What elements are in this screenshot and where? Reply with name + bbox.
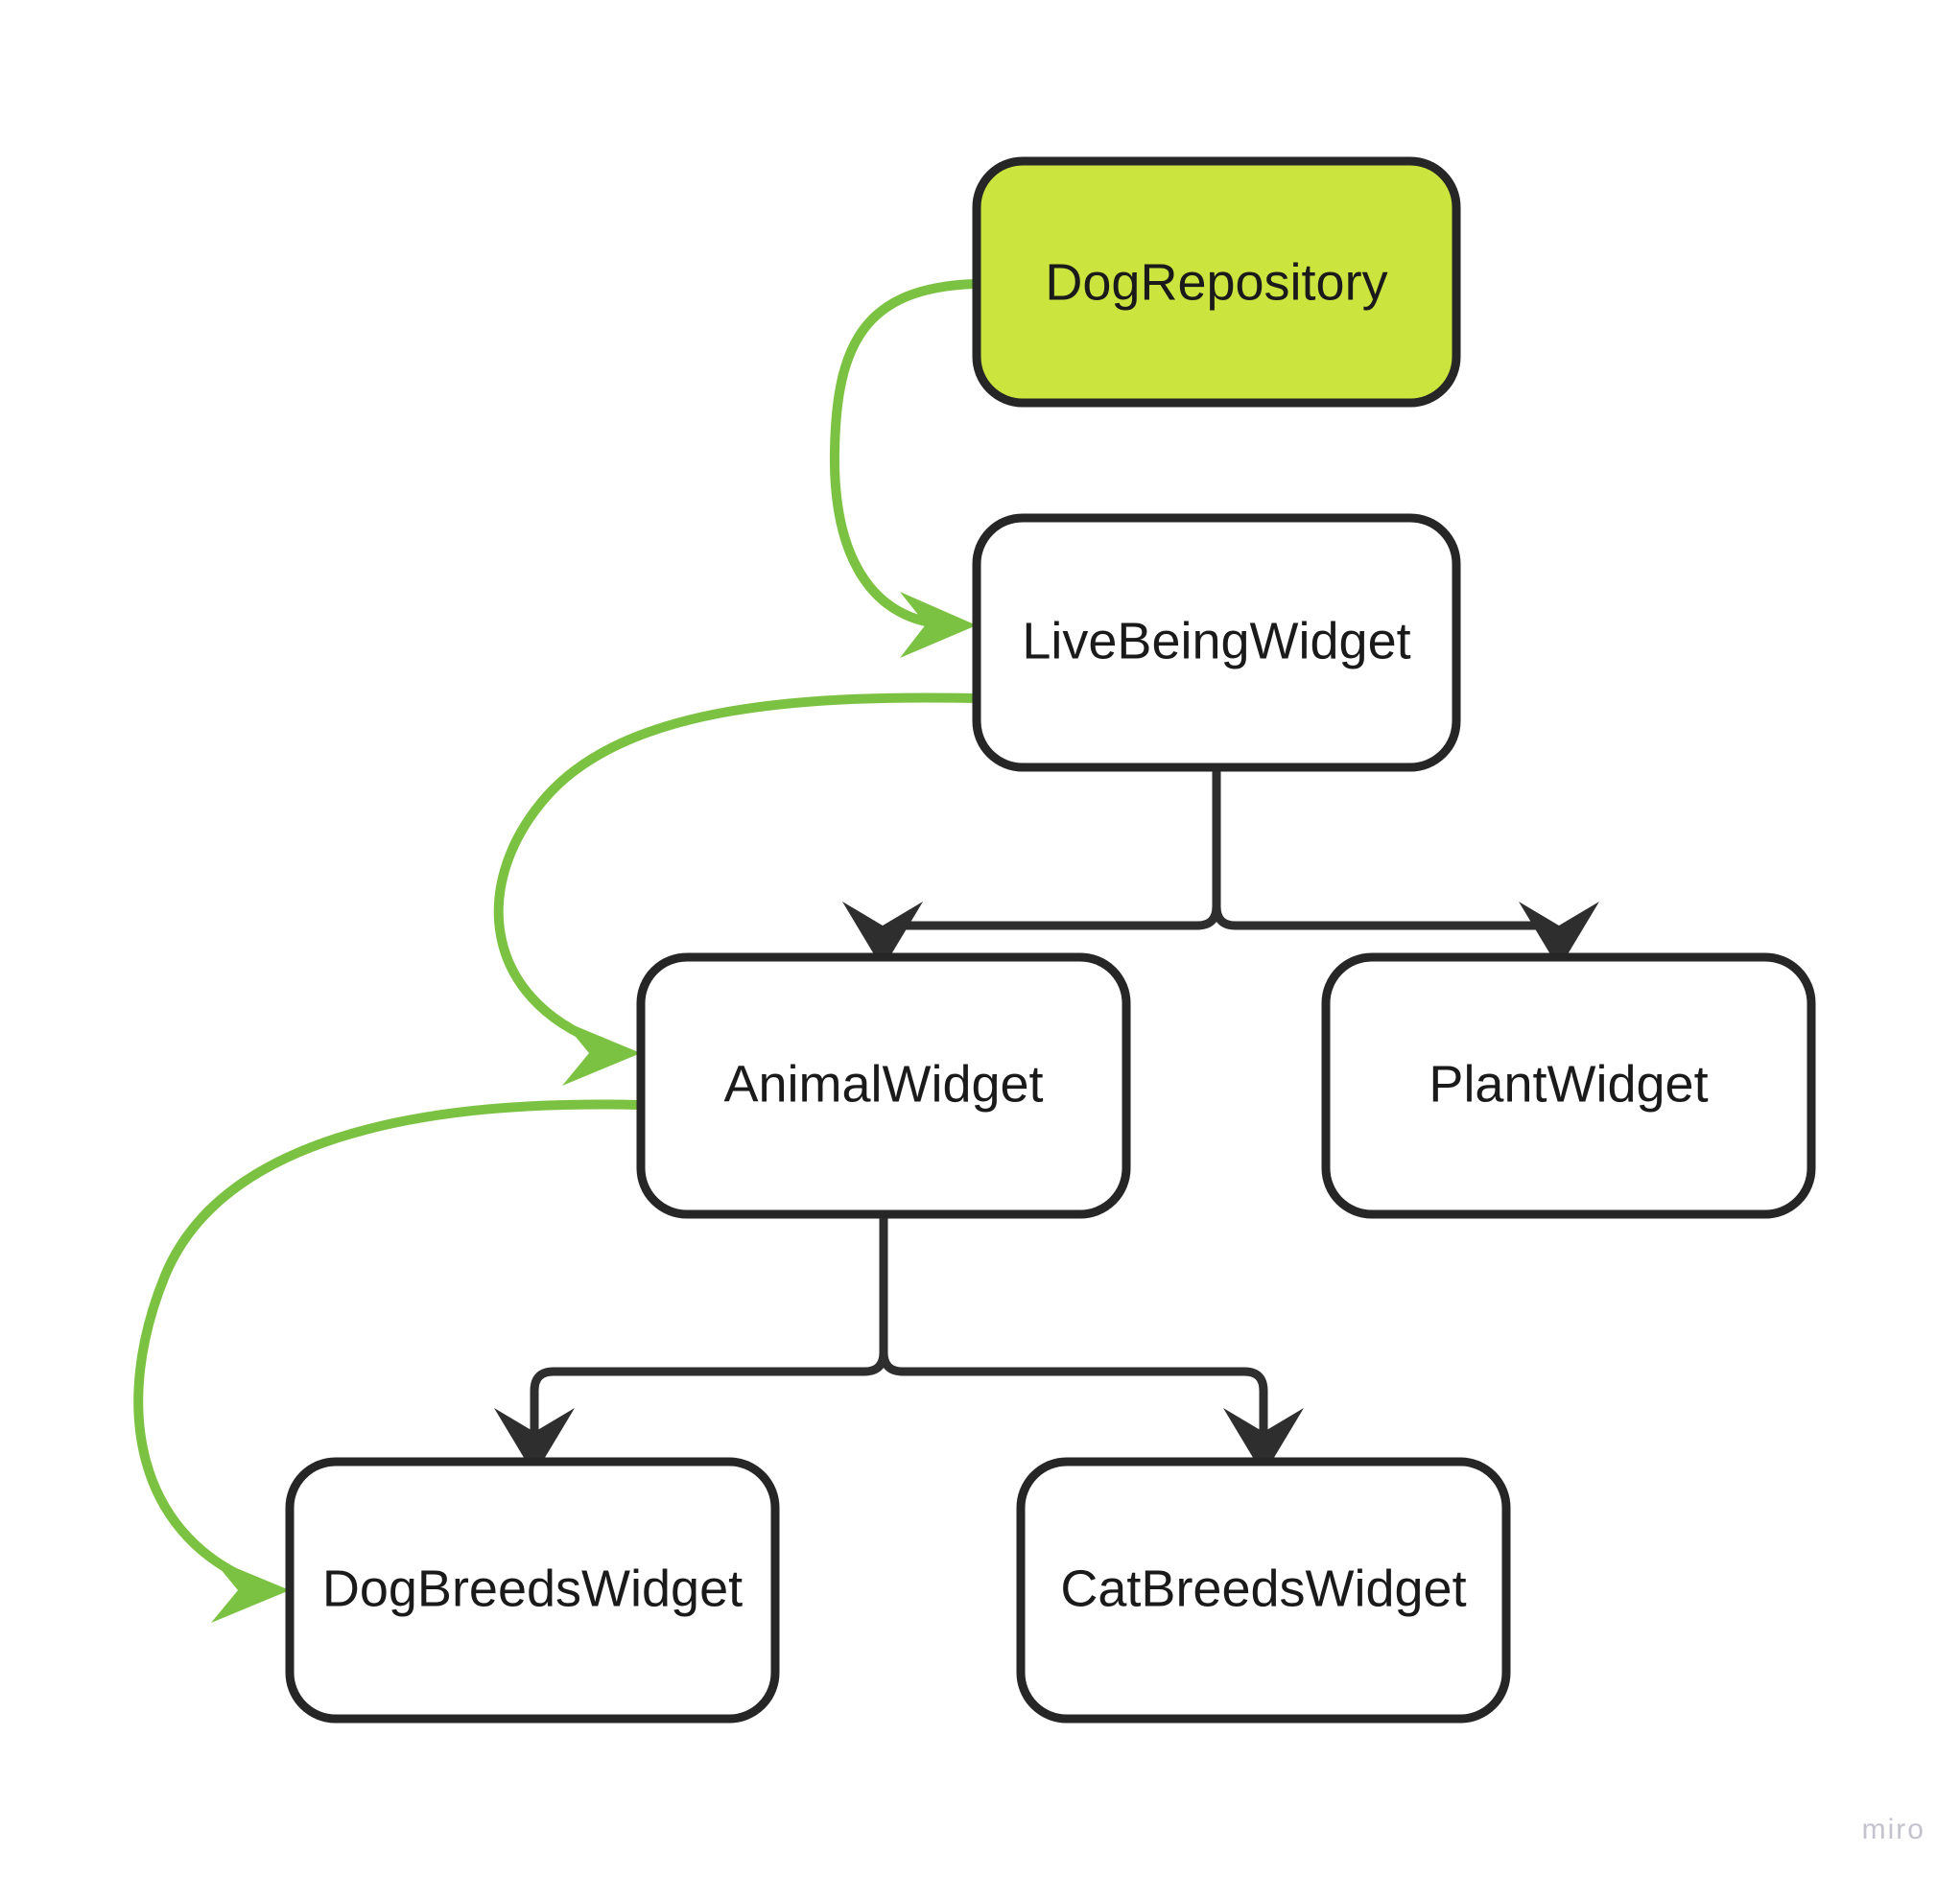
- edge-repo-to-livebeing: [829, 279, 980, 628]
- edge-livebeing-to-animal: [493, 692, 980, 1048]
- node-cat-breeds-widget-box[interactable]: [1016, 1457, 1511, 1724]
- arrowhead-catbreeds-top: [1223, 1408, 1304, 1475]
- node-live-being-widget[interactable]: LiveBeingWidget: [972, 513, 1461, 772]
- node-dog-repository[interactable]: DogRepository: [972, 156, 1461, 408]
- edge-animal-to-dogbreeds-tree: [530, 1214, 888, 1485]
- edge-livebeing-to-animal-group: [493, 692, 980, 1086]
- node-plant-widget-box[interactable]: [1321, 952, 1816, 1219]
- node-live-being-widget-box[interactable]: [972, 513, 1461, 772]
- arrowhead-animal-left: [562, 1021, 641, 1086]
- node-cat-breeds-widget-label: CatBreedsWidget: [1060, 1560, 1466, 1617]
- edge-animal-children-group: [494, 1214, 1304, 1485]
- node-plant-widget[interactable]: PlantWidget: [1321, 952, 1816, 1219]
- edge-animal-to-dogbreeds-group: [133, 1099, 644, 1623]
- edge-repo-to-livebeing-group: [829, 279, 980, 658]
- edge-animal-to-catbreeds-tree: [879, 1214, 1268, 1485]
- node-dog-breeds-widget[interactable]: DogBreedsWidget: [285, 1457, 780, 1724]
- node-dog-breeds-widget-label: DogBreedsWidget: [322, 1560, 743, 1617]
- arrowhead-dogbreeds-left: [211, 1558, 290, 1623]
- miro-watermark: miro: [1861, 1814, 1925, 1845]
- edge-livebeing-to-animal-tree: [878, 767, 1221, 978]
- node-animal-widget-box[interactable]: [636, 952, 1131, 1219]
- arrowhead-livebeing-left: [900, 592, 977, 658]
- node-dog-repository-box[interactable]: [972, 156, 1461, 408]
- edge-animal-to-dogbreeds-green: [133, 1099, 644, 1585]
- edge-livebeing-children-group: [842, 767, 1599, 978]
- node-live-being-widget-label: LiveBeingWidget: [1022, 612, 1410, 669]
- edge-livebeing-to-plant-tree: [1212, 767, 1564, 978]
- arrowhead-dogbreeds-top: [494, 1408, 575, 1475]
- node-animal-widget-label: AnimalWidget: [723, 1055, 1043, 1113]
- arrowhead-animal-top: [842, 902, 923, 969]
- node-dog-breeds-widget-box[interactable]: [285, 1457, 780, 1724]
- node-dog-repository-label: DogRepository: [1045, 253, 1387, 311]
- node-plant-widget-label: PlantWidget: [1429, 1055, 1708, 1113]
- node-animal-widget[interactable]: AnimalWidget: [636, 952, 1131, 1219]
- arrowhead-plant-top: [1519, 902, 1599, 969]
- node-cat-breeds-widget[interactable]: CatBreedsWidget: [1016, 1457, 1511, 1724]
